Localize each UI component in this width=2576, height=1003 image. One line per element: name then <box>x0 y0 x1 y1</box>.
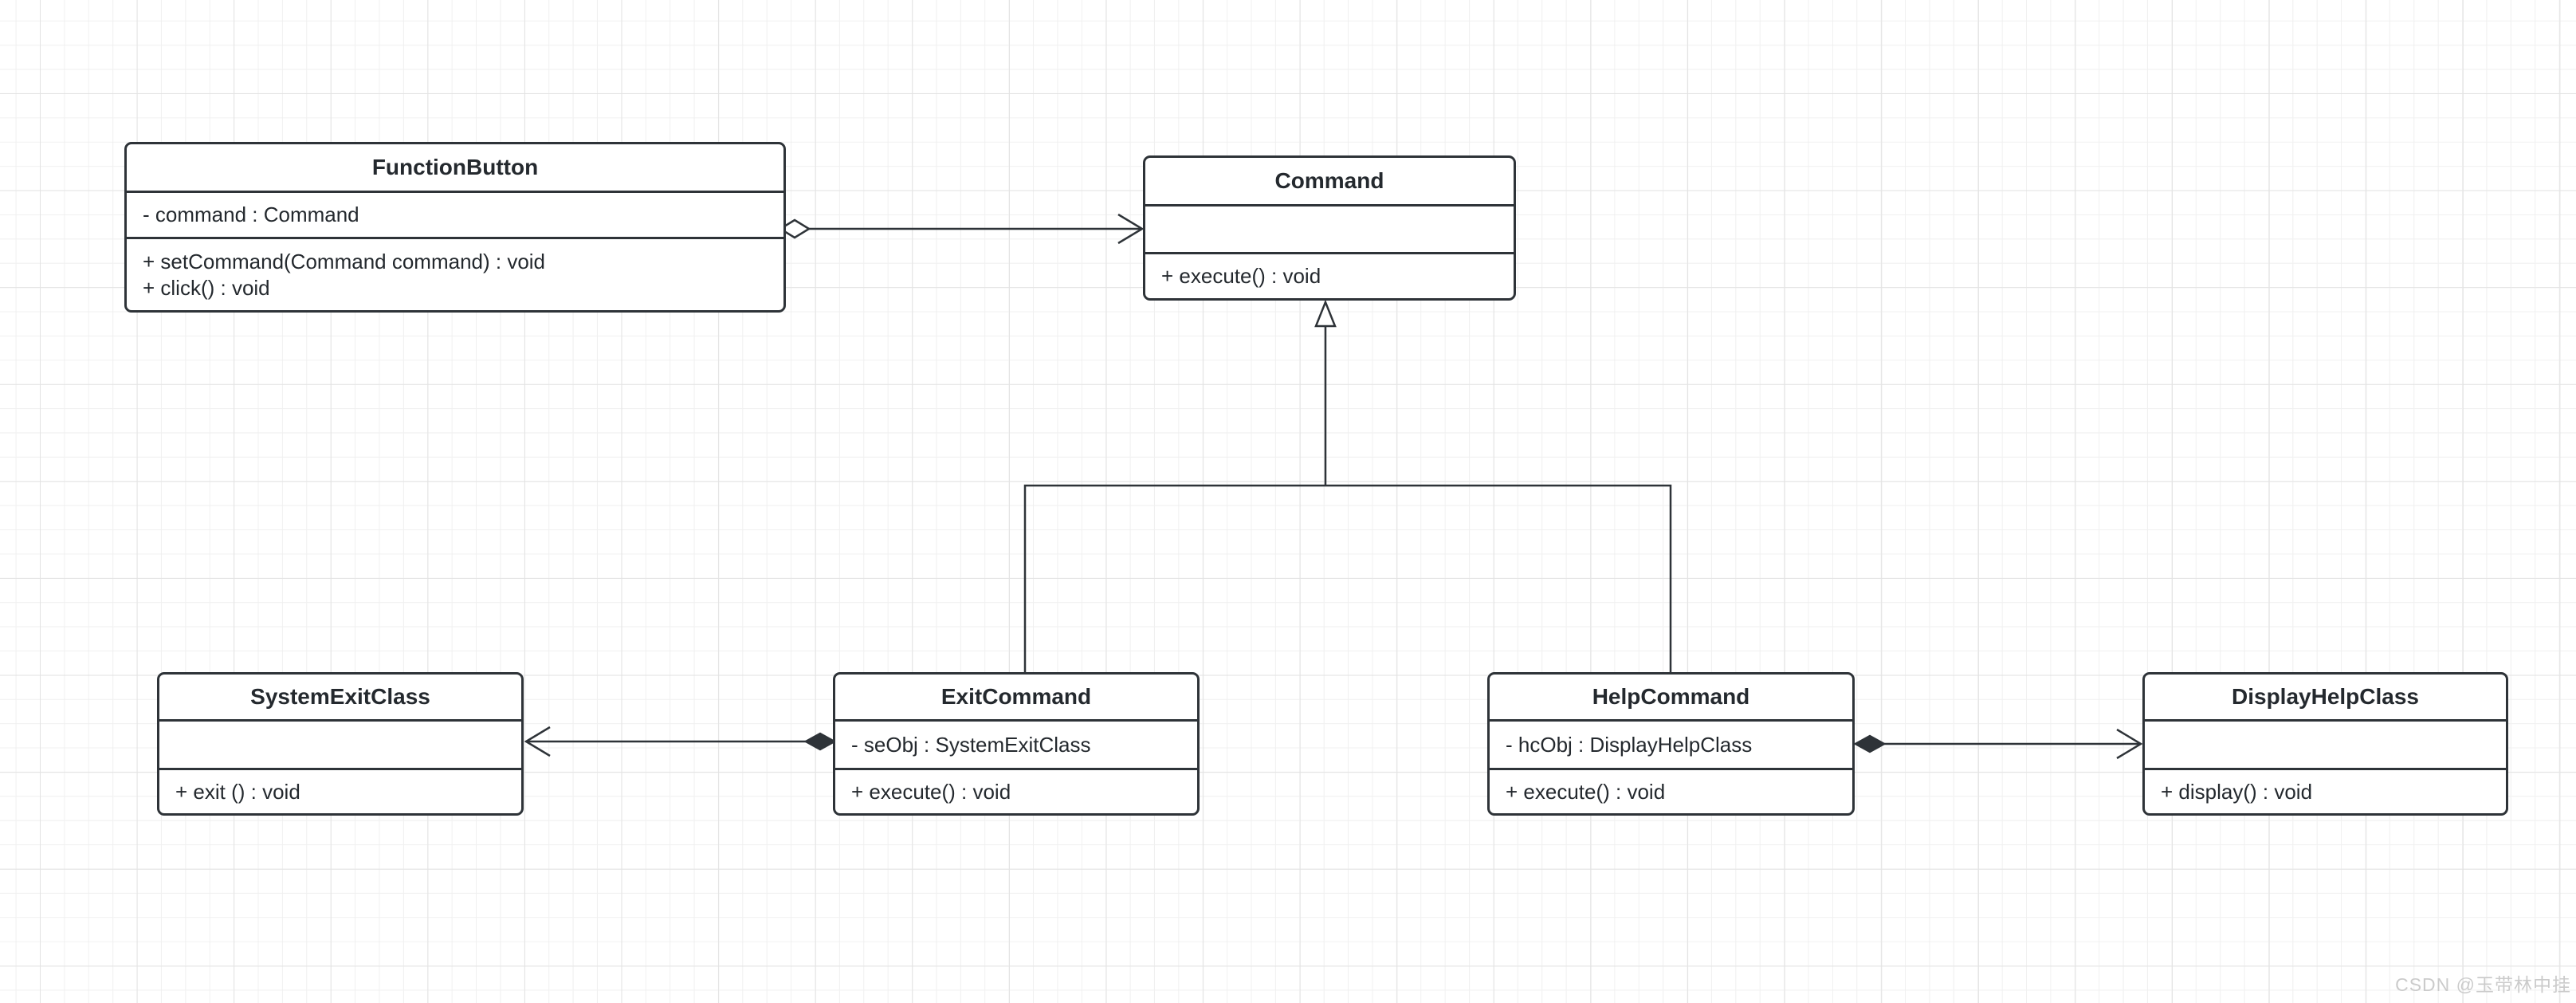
class-methods-section: + display() : void <box>2145 770 2506 813</box>
class-attribute: - seObj : SystemExitClass <box>851 732 1091 757</box>
class-attribute: - hcObj : DisplayHelpClass <box>1506 732 1753 757</box>
aggregation-diamond-icon <box>778 218 811 239</box>
class-methods-section: + execute() : void <box>1490 770 1852 813</box>
class-method: + exit () : void <box>175 779 300 804</box>
open-arrowhead-icon <box>2116 728 2143 760</box>
class-title: ExitCommand <box>835 675 1197 722</box>
composition-exitcommand-to-systemexitclass <box>524 726 837 757</box>
class-title: DisplayHelpClass <box>2145 675 2506 722</box>
class-attributes-section: - seObj : SystemExitClass <box>835 722 1197 770</box>
class-command: Command + execute() : void <box>1143 155 1516 301</box>
class-method: + execute() : void <box>1506 779 1666 804</box>
class-attributes-section <box>159 722 521 770</box>
open-arrowhead-icon <box>1117 213 1145 245</box>
class-method: + display() : void <box>2161 779 2313 804</box>
class-title: HelpCommand <box>1490 675 1852 722</box>
class-methods-section: + exit () : void <box>159 770 521 813</box>
class-title: FunctionButton <box>127 144 783 193</box>
class-method: + click() : void <box>143 275 270 300</box>
class-methods-section: + setCommand(Command command) : void+ cl… <box>127 239 783 310</box>
class-systemexitclass: SystemExitClass + exit () : void <box>157 672 524 816</box>
class-attribute: - command : Command <box>143 203 359 226</box>
class-attributes-section: - hcObj : DisplayHelpClass <box>1490 722 1852 770</box>
class-attributes-section <box>1145 206 1514 254</box>
class-attributes-section: - command : Command <box>127 193 783 239</box>
watermark: CSDN @玉带林中挂 <box>2395 974 2571 995</box>
open-arrowhead-icon <box>524 726 551 757</box>
class-method: + setCommand(Command command) : void <box>143 249 546 273</box>
composition-diamond-icon <box>1853 734 1887 753</box>
class-title: Command <box>1145 158 1514 206</box>
composition-diamond-icon <box>803 732 837 751</box>
generalization-exitcommand-helpcommand-to-command <box>1023 299 1672 673</box>
class-displayhelpclass: DisplayHelpClass + display() : void <box>2142 672 2508 816</box>
class-methods-section: + execute() : void <box>1145 254 1514 298</box>
class-method: + execute() : void <box>1161 264 1321 288</box>
class-methods-section: + execute() : void <box>835 770 1197 813</box>
class-helpcommand: HelpCommand - hcObj : DisplayHelpClass + e… <box>1487 672 1855 816</box>
class-method: + execute() : void <box>851 779 1011 804</box>
class-exitcommand: ExitCommand - seObj : SystemExitClass + ex… <box>833 672 1200 816</box>
class-functionbutton: FunctionButton - command : Command + setCo… <box>124 142 786 313</box>
class-title: SystemExitClass <box>159 675 521 722</box>
composition-helpcommand-to-displayhelpclass <box>1853 728 2143 760</box>
connector-line <box>1023 484 1672 673</box>
generalization-triangle-icon <box>1314 299 1337 328</box>
class-attributes-section <box>2145 722 2506 770</box>
aggregation-functionbutton-to-command <box>778 213 1145 245</box>
